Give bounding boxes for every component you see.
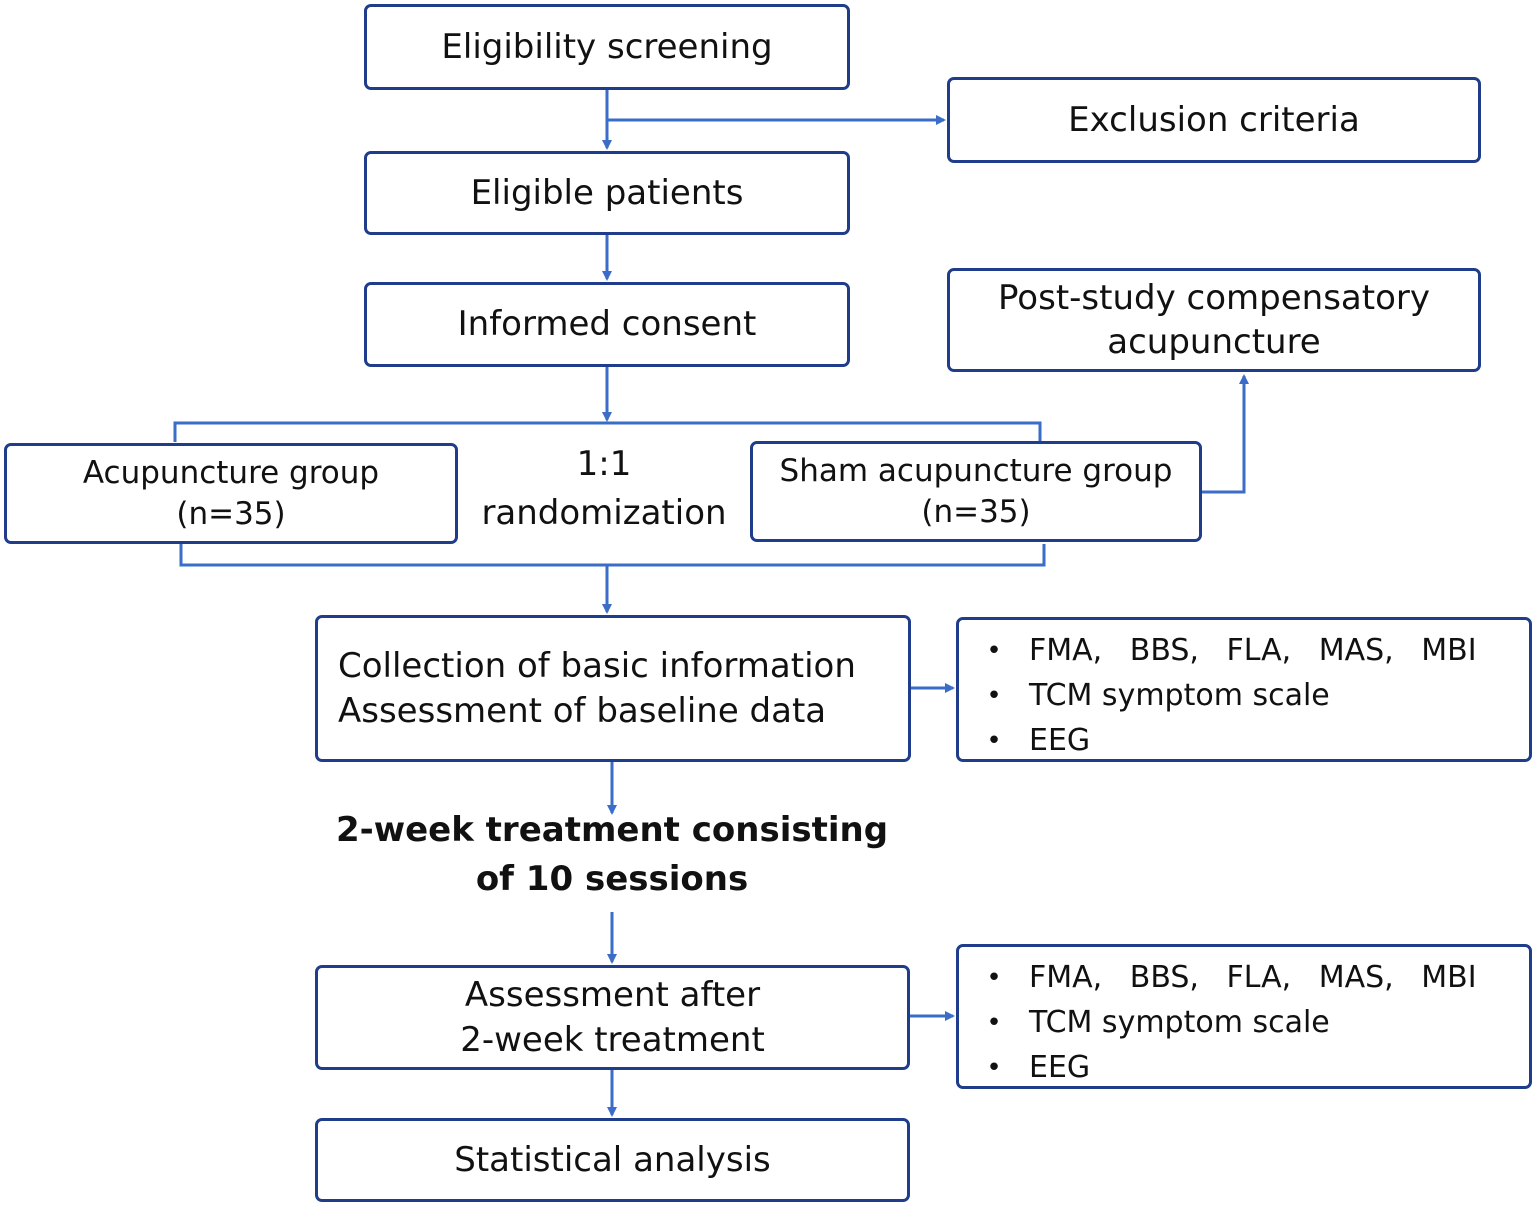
post-study-label-line2: acupuncture [1107, 322, 1321, 362]
sham-group-box: Sham acupuncture group (n=35) [750, 441, 1202, 542]
eligible-patients-label: Eligible patients [470, 172, 744, 213]
post-study-label-line1: Post-study compensatory [998, 277, 1430, 318]
exclusion-criteria-box: Exclusion criteria [947, 77, 1481, 163]
list-item: • TCM symptom scale [959, 673, 1529, 718]
eligible-patients-box: Eligible patients [364, 151, 850, 235]
acupuncture-group-count: (n=35) [176, 495, 286, 532]
randomization-bottom-bracket [179, 544, 1046, 567]
treatment-line1: 2-week treatment consisting [335, 810, 889, 850]
list-item: • EEG [959, 1045, 1529, 1090]
acupuncture-group-box: Acupuncture group (n=35) [4, 443, 458, 544]
assessment-after-line2: 2-week treatment [460, 1019, 765, 1060]
assessment-after-box: Assessment after 2-week treatment [315, 965, 910, 1070]
randomization-text: randomization [481, 493, 727, 534]
baseline-box: Collection of basic information Assessme… [315, 615, 911, 762]
randomization-ratio: 1:1 [576, 444, 632, 484]
list-item: • EEG [959, 718, 1529, 763]
bullet-icon: • [986, 635, 1002, 666]
assessment-after-line1: Assessment after [464, 975, 761, 1016]
sham-group-count: (n=35) [921, 493, 1031, 530]
measure-text: FMA, BBS, FLA, MAS, MBI [1029, 960, 1477, 995]
exclusion-criteria-label: Exclusion criteria [1068, 99, 1360, 140]
statistical-analysis-label: Statistical analysis [454, 1139, 771, 1180]
statistical-analysis-box: Statistical analysis [315, 1118, 910, 1202]
sham-group-label: Sham acupuncture group [779, 453, 1173, 490]
post-study-box: Post-study compensatory acupuncture [947, 268, 1481, 372]
baseline-line1: Collection of basic information [338, 646, 856, 687]
eligibility-screening-label: Eligibility screening [441, 26, 773, 67]
treatment-label: 2-week treatment consisting of 10 sessio… [312, 806, 912, 905]
randomization-label: 1:1 randomization [460, 440, 748, 539]
arrow-sham-to-post-study [1202, 374, 1249, 494]
measure-text: TCM symptom scale [1029, 678, 1330, 713]
bullet-icon: • [986, 962, 1002, 993]
baseline-measures-list: • FMA, BBS, FLA, MAS, MBI • TCM symptom … [956, 617, 1532, 762]
randomization-top-bracket [173, 421, 1042, 442]
treatment-line2: of 10 sessions [475, 859, 749, 900]
measure-text: EEG [1029, 723, 1091, 758]
list-item: • FMA, BBS, FLA, MAS, MBI [959, 628, 1529, 673]
bullet-icon: • [986, 1007, 1002, 1038]
bullet-icon: • [986, 1052, 1002, 1083]
measure-text: FMA, BBS, FLA, MAS, MBI [1029, 633, 1477, 668]
informed-consent-box: Informed consent [364, 282, 850, 367]
post-measures-list: • FMA, BBS, FLA, MAS, MBI • TCM symptom … [956, 944, 1532, 1089]
measure-text: EEG [1029, 1050, 1091, 1085]
measure-text: TCM symptom scale [1029, 1005, 1330, 1040]
informed-consent-label: Informed consent [457, 304, 757, 345]
list-item: • TCM symptom scale [959, 1000, 1529, 1045]
bullet-icon: • [986, 725, 1002, 756]
list-item: • FMA, BBS, FLA, MAS, MBI [959, 955, 1529, 1000]
eligibility-screening-box: Eligibility screening [364, 4, 850, 90]
acupuncture-group-label: Acupuncture group [82, 455, 380, 492]
baseline-line2: Assessment of baseline data [338, 690, 827, 731]
bullet-icon: • [986, 680, 1002, 711]
